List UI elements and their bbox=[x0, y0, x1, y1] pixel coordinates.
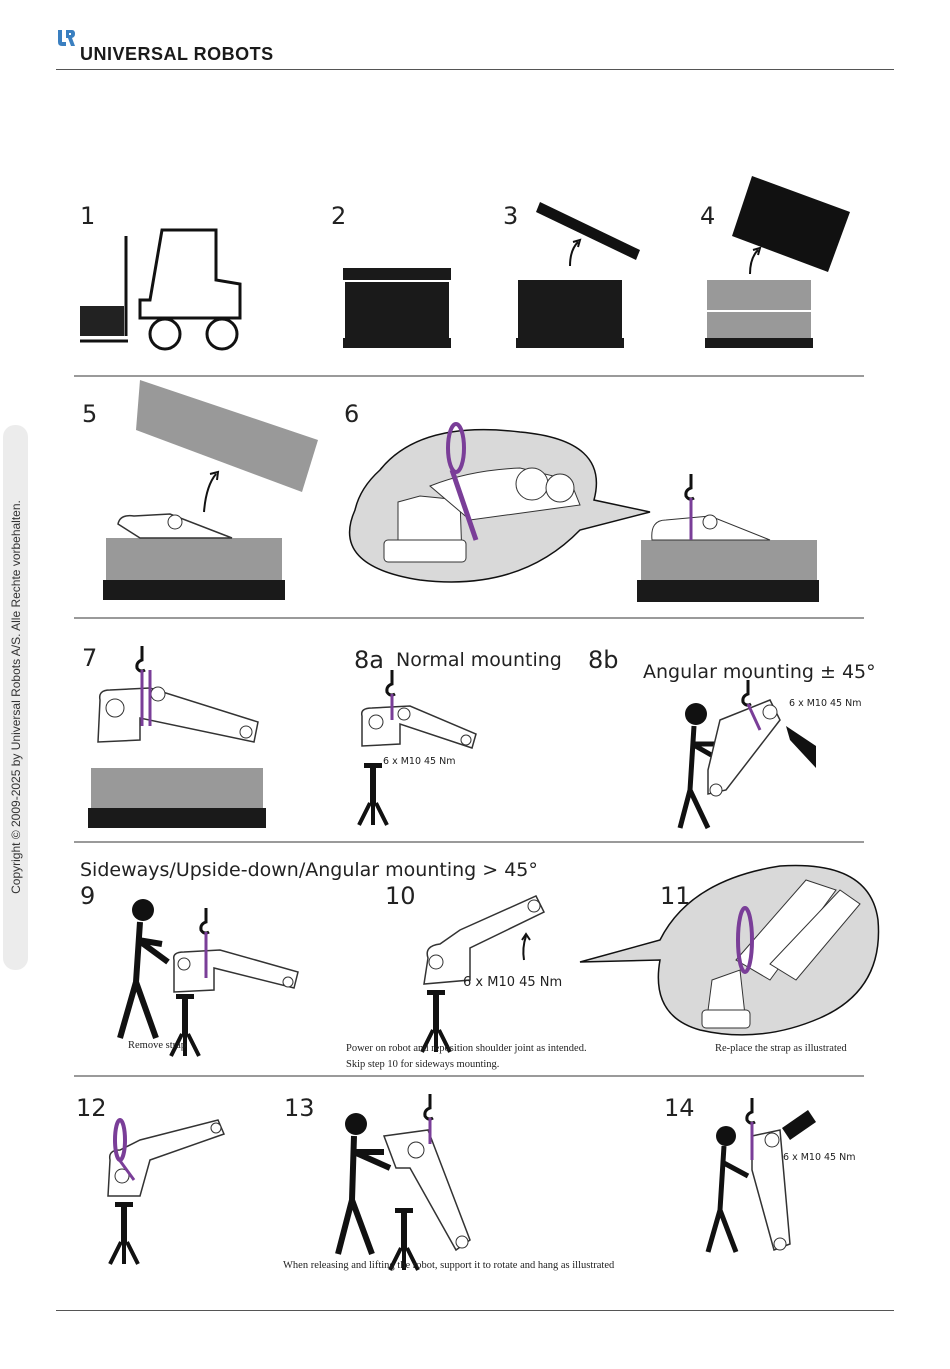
step-number: 2 bbox=[331, 202, 347, 230]
box-icon bbox=[343, 268, 451, 348]
section-divider bbox=[74, 617, 864, 619]
step-number: 8a bbox=[354, 646, 384, 674]
step-number: 13 bbox=[284, 1094, 315, 1122]
header-divider bbox=[56, 69, 894, 70]
robot-lifted-icon bbox=[88, 644, 266, 828]
sideways-mounting-title: Sideways/Upside-down/Angular mounting > … bbox=[80, 859, 538, 881]
forklift-icon bbox=[80, 228, 242, 351]
replace-strap-caption: Re-place the strap as illustrated bbox=[715, 1043, 847, 1054]
robot-in-box-icon bbox=[103, 380, 318, 600]
lid-removal-icon bbox=[516, 202, 640, 348]
box-cover-removal-icon bbox=[705, 176, 850, 348]
robot-hanging-icon bbox=[107, 1118, 226, 1266]
power-on-caption: Power on robot and reposition shoulder j… bbox=[346, 1043, 587, 1054]
person-remove-strap-icon bbox=[117, 899, 299, 1058]
skip-step-caption: Skip step 10 for sideways mounting. bbox=[346, 1059, 500, 1070]
torque-spec: 6 x M10 45 Nm bbox=[383, 756, 456, 767]
side-tab bbox=[3, 425, 28, 970]
robot-on-stand-icon bbox=[357, 668, 477, 827]
torque-spec: 6 x M10 45 Nm bbox=[789, 698, 862, 709]
release-lift-caption: When releasing and lifting the robot, su… bbox=[283, 1260, 615, 1271]
step-number: 1 bbox=[80, 202, 96, 230]
step-number: 4 bbox=[700, 202, 716, 230]
step-number: 11 bbox=[660, 882, 691, 910]
robot-reposition-icon bbox=[420, 895, 546, 1054]
person-angular-mount-icon bbox=[677, 678, 816, 830]
step-number: 6 bbox=[344, 400, 360, 428]
torque-spec: 6 x M10 45 Nm bbox=[783, 1152, 856, 1163]
step-number: 7 bbox=[82, 644, 98, 672]
replace-strap-bubble bbox=[579, 864, 880, 1036]
person-final-mount-icon bbox=[705, 1096, 816, 1253]
person-support-rotate-icon bbox=[335, 1092, 471, 1272]
step-number: 3 bbox=[503, 202, 519, 230]
footer-divider bbox=[56, 1310, 894, 1311]
angular-mounting-title: Angular mounting ± 45° bbox=[643, 661, 876, 683]
speech-bubble-detail bbox=[348, 422, 651, 583]
step-number: 10 bbox=[385, 882, 416, 910]
section-divider bbox=[74, 1075, 864, 1077]
ur-logo-icon bbox=[56, 28, 76, 48]
section-divider bbox=[74, 841, 864, 843]
step-number: 8b bbox=[588, 646, 619, 674]
step-number: 5 bbox=[82, 400, 98, 428]
torque-spec: 6 x M10 45 Nm bbox=[463, 975, 563, 990]
remove-strap-caption: Remove strap bbox=[128, 1040, 187, 1051]
normal-mounting-title: Normal mounting bbox=[396, 649, 562, 671]
step-number: 14 bbox=[664, 1094, 695, 1122]
brand-name: UNIVERSAL ROBOTS bbox=[80, 44, 274, 64]
step-number: 9 bbox=[80, 882, 96, 910]
robot-on-box-icon bbox=[637, 472, 819, 602]
section-divider bbox=[74, 375, 864, 377]
step-number: 12 bbox=[76, 1094, 107, 1122]
